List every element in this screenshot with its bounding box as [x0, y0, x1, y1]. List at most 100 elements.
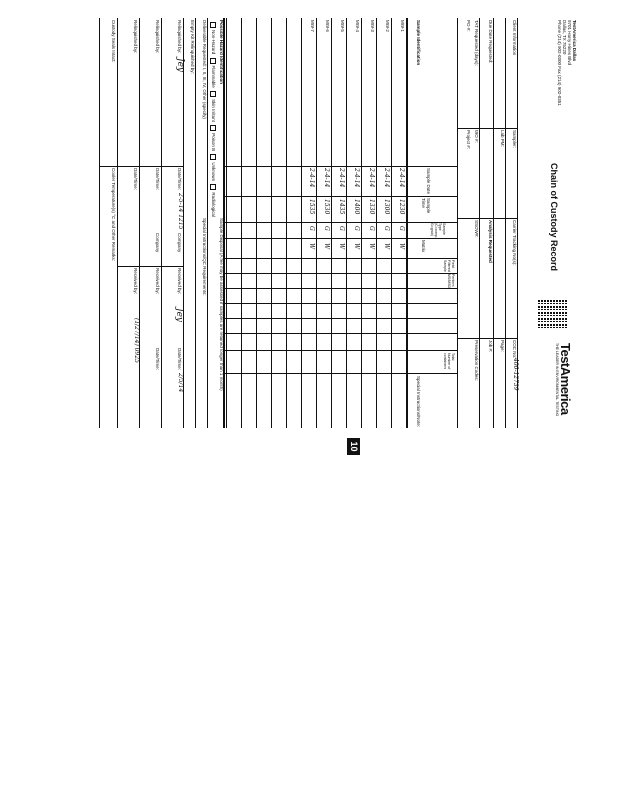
po-label: PO #:	[466, 20, 471, 32]
disposal-label: Sample Disposal (A fee may be assessed i…	[219, 218, 224, 391]
sample-id: MW-3	[370, 20, 375, 32]
sample-matrix: W	[353, 243, 360, 250]
chain-of-custody-form: TestAmerica Dallas 9701 Harry Hines Blvd…	[45, 18, 580, 428]
company-label: Company	[177, 233, 182, 253]
signature: Jey	[175, 58, 185, 73]
sample-date: 2-4-14	[323, 168, 330, 188]
deliverable-label: Deliverable Requested: I, II, III, IV, O…	[202, 20, 207, 119]
sample-matrix: W	[308, 243, 315, 250]
table-row-empty	[256, 18, 272, 428]
relinquished-datetime: 2-5-14 1215	[177, 193, 184, 230]
sample-type: G	[368, 226, 375, 231]
carrier-label: Carrier Tracking No(s):	[512, 220, 517, 266]
received-label: Received by:	[133, 268, 138, 295]
sampler-label: Sampler:	[512, 130, 517, 149]
sample-type: G	[338, 226, 345, 231]
col-sample-date: Sample Date	[426, 168, 431, 195]
tat-label: TAT Requested (days):	[474, 20, 479, 66]
hazard-option[interactable]: Poison B	[210, 123, 216, 151]
hazard-option[interactable]: Non-Hazard	[210, 20, 216, 54]
col-special-instructions: Special Instructions/Note:	[416, 376, 421, 428]
datetime-label: Date/Time:	[133, 168, 138, 190]
received-datetime-label: Date/Time:	[155, 348, 160, 370]
sample-matrix: W	[383, 243, 390, 250]
sample-matrix: W	[368, 243, 375, 250]
sample-type: G	[353, 226, 360, 231]
table-row-empty	[226, 18, 242, 428]
sample-type: G	[308, 226, 315, 231]
col-sample-type: Sample Type (C=comp, G=grab)	[430, 223, 446, 239]
address-line: Phone (214) 902-0300 Fax (214) 902-0351	[557, 20, 563, 106]
custody-seals-label: Custody Seals Intact:	[111, 20, 116, 63]
sample-type: G	[398, 226, 405, 231]
received-label: Received by:	[155, 268, 160, 295]
project-label: Project #:	[466, 130, 471, 150]
wo-label: WO #:	[474, 130, 479, 143]
preservation-label: Preservation Codes:	[474, 340, 479, 381]
received-datetime: 2/5/14	[177, 373, 184, 393]
table-row-empty	[241, 18, 257, 428]
datetime-label: Date/Time:	[155, 168, 160, 190]
table-row-empty	[271, 18, 287, 428]
hazard-label: Possible Hazard Identification	[219, 20, 224, 85]
sample-matrix: W	[398, 243, 405, 250]
client-info-label: Client Information	[512, 20, 517, 56]
lab-pm-label: Lab PM:	[500, 130, 505, 147]
sample-type: G	[383, 226, 390, 231]
page-label: Page:	[500, 340, 505, 352]
analysis-requested-label: Analysis Requested	[488, 220, 493, 263]
due-date-label: Due Date Requested:	[488, 20, 493, 64]
hazard-options: Non-Hazard Flammable Skin Irritant Poiso…	[210, 20, 216, 217]
company-label: Company	[155, 233, 160, 253]
sample-id: MW-1	[400, 20, 405, 32]
sample-matrix: W	[323, 243, 330, 250]
coc-no: 400-12739	[512, 358, 519, 391]
received-datetime-label: Date/Time:	[177, 348, 182, 370]
col-ms-msd: Perform MS/MSD	[447, 274, 455, 288]
col-field-filtered: Field Filtered Sample	[443, 260, 455, 272]
cooler-temp-label: Cooler Temperature(s) °C and Other Remar…	[111, 168, 116, 261]
relinquished-label: Relinquished by:	[133, 20, 138, 54]
ssow-label: SSOW#:	[474, 220, 479, 238]
sample-id: MW-7	[310, 20, 315, 32]
job-label: Job #:	[488, 340, 493, 353]
datetime-label: Date/Time:	[177, 168, 182, 190]
col-container-count: Total Number of containers	[443, 353, 455, 370]
sample-date: 2-4-14	[353, 168, 360, 188]
sample-time: 1400	[353, 199, 360, 215]
sample-matrix: W	[338, 243, 345, 250]
hazard-option[interactable]: Unknown	[210, 152, 216, 181]
sample-time: 1230	[398, 199, 405, 215]
hazard-option[interactable]: Radiological	[210, 182, 216, 217]
received-signature: Jey	[174, 308, 184, 323]
page-number: 10	[347, 438, 360, 455]
sample-type: G	[323, 226, 330, 231]
received-label: Received by:	[177, 268, 182, 295]
form-title: Chain of Custody Record	[549, 163, 559, 272]
sample-time: 1330	[368, 199, 375, 215]
lab-address: TestAmerica Dallas 9701 Harry Hines Blvd…	[556, 20, 577, 106]
col-matrix: Matrix	[421, 240, 426, 253]
sample-id: MW-5	[340, 20, 345, 32]
sample-time: 1535	[308, 199, 315, 215]
coc-no-label: COC No:	[512, 340, 517, 359]
sample-time: 1530	[323, 199, 330, 215]
hazard-option[interactable]: Flammable	[210, 56, 216, 88]
sample-date: 2-4-14	[383, 168, 390, 188]
hazard-option[interactable]: Skin Irritant	[210, 89, 216, 122]
barcode	[538, 300, 568, 330]
special-instructions-label: Special Instructions/QC Requirements:	[202, 218, 207, 296]
sample-time: 1435	[338, 199, 345, 215]
col-sample-time: Sample Time	[421, 198, 431, 214]
received-lab-datetime: (1/27/14) 0925	[133, 318, 140, 363]
relinquished-label: Relinquished by:	[155, 20, 160, 54]
col-sample-id: Sample Identification	[416, 20, 421, 66]
